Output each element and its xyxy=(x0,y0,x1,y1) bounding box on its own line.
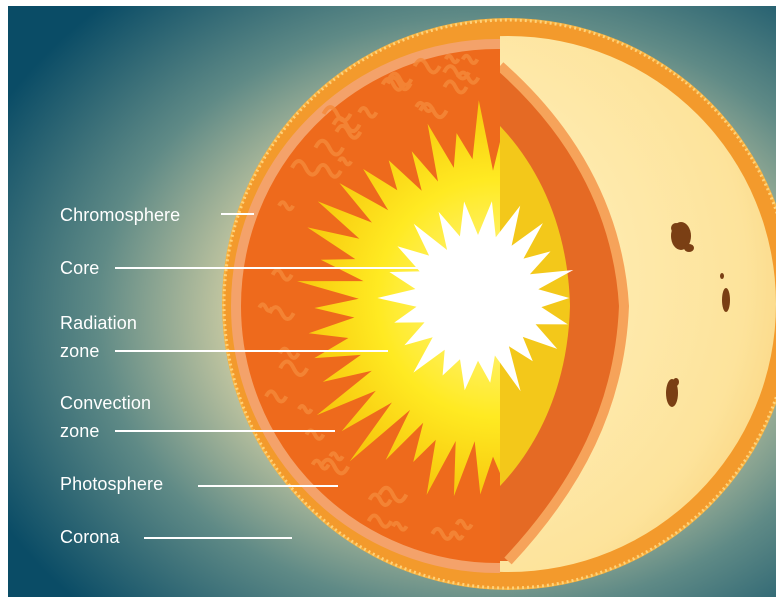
label-convection-zone-line1: Convection xyxy=(60,392,151,414)
label-core: Core xyxy=(60,257,99,279)
label-radiation-zone-line2: zone xyxy=(60,340,99,362)
label-photosphere: Photosphere xyxy=(60,473,163,495)
sun-cross-section xyxy=(8,6,776,597)
sun-diagram-panel: Chromosphere Core Radiation zone Convect… xyxy=(8,6,776,597)
label-corona: Corona xyxy=(60,526,120,548)
label-radiation-zone-line1: Radiation xyxy=(60,312,137,334)
label-convection-zone-line2: zone xyxy=(60,420,99,442)
label-chromosphere: Chromosphere xyxy=(60,204,180,226)
